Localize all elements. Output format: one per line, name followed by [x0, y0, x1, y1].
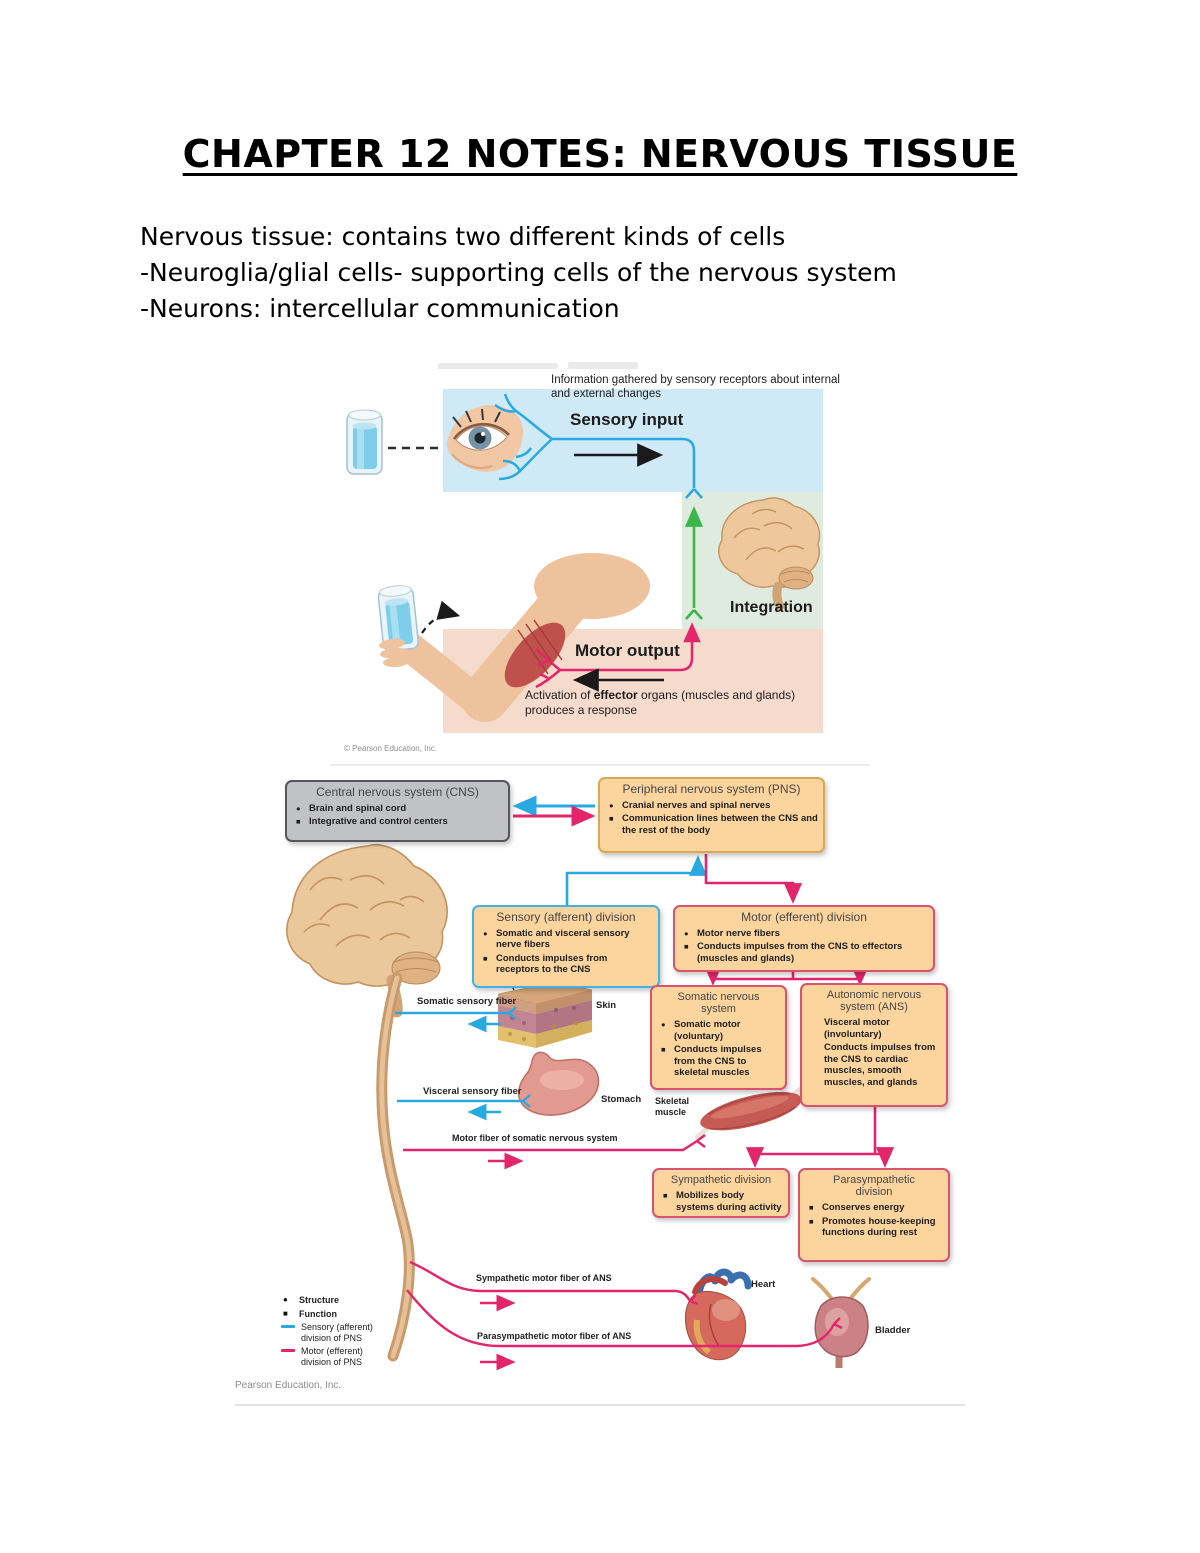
figure2-credit: Pearson Education, Inc. — [235, 1380, 342, 1391]
intro-line-3: -Neurons: intercellular communication — [140, 294, 620, 323]
somatic-motor-fiber-line — [403, 1134, 706, 1170]
bladder-illustration — [811, 1277, 871, 1368]
motor-line-swatch — [281, 1349, 295, 1352]
parasympathetic-division-box: Parasympathetic division ■Conserves ener… — [798, 1168, 950, 1262]
figure1-bottom-edge — [330, 764, 870, 766]
page-title: CHAPTER 12 NOTES: NERVOUS TISSUE — [182, 132, 1018, 176]
parasympathetic-fiber-label: Parasympathetic motor fiber of ANS — [477, 1331, 632, 1341]
sympathetic-division-box: Sympathetic division ■Mobilizes body sys… — [652, 1168, 790, 1218]
skeletal-muscle-label: Skeletal muscle — [655, 1096, 690, 1117]
somatic-sensory-fiber-label: Somatic sensory fiber — [417, 996, 517, 1007]
motor-division-box: Motor (efferent) division ●Motor nerve f… — [673, 905, 935, 972]
sensory-division-box: Sensory (afferent) division ●Somatic and… — [472, 905, 660, 988]
sensory-input-label: Sensory input — [570, 410, 684, 429]
legend-structure: ● Structure — [283, 1295, 340, 1305]
somatic-nervous-system-box: Somatic nervous system ●Somatic motor (v… — [650, 985, 787, 1090]
stomach-label: Stomach — [601, 1094, 642, 1105]
pns-box-title: Peripheral nervous system (PNS) — [622, 782, 801, 796]
figure1-credit: © Pearson Education, Inc. — [344, 744, 438, 753]
somatic-ns-title: Somatic nervous system — [677, 991, 760, 1015]
motor-division-split — [703, 965, 870, 986]
cns-box-title: Central nervous system (CNS) — [316, 785, 479, 799]
hand-fingers — [379, 638, 409, 668]
legend-function: ■ Function — [283, 1309, 337, 1319]
brain-spinal-cord-illustration — [286, 844, 448, 1362]
motor-output-label: Motor output — [575, 641, 680, 660]
motor-division-title: Motor (efferent) division — [741, 910, 867, 924]
ans-split — [745, 1107, 895, 1168]
intro-line-2: -Neuroglia/glial cells- supporting cells… — [140, 258, 897, 287]
cns-box: Central nervous system (CNS) ●Brain and … — [285, 780, 510, 842]
stomach-illustration — [517, 1051, 600, 1116]
intro-line-1: Nervous tissue: contains two different k… — [140, 222, 786, 251]
figure2-bottom-edge — [235, 1404, 965, 1406]
faint-cropped-caption-2 — [568, 362, 638, 369]
heart-label: Heart — [751, 1279, 776, 1290]
motor-nerve-fiber — [535, 622, 701, 689]
figure1-artwork — [346, 393, 821, 722]
intro-paragraph: Nervous tissue: contains two different k… — [140, 219, 1090, 327]
eye-illustration — [446, 405, 524, 472]
bladder-label: Bladder — [875, 1325, 911, 1336]
sympathetic-title: Sympathetic division — [670, 1174, 772, 1186]
sensory-caption: Information gathered by sensory receptor… — [551, 374, 840, 400]
sympathetic-fiber-label: Sympathetic motor fiber of ANS — [476, 1273, 612, 1283]
sensory-nerve-fiber — [494, 393, 703, 499]
integration-label: Integration — [730, 599, 813, 616]
autonomic-nervous-system-box: Autonomic nervous system (ANS) Visceral … — [800, 983, 948, 1107]
parasympathetic-fiber-line — [406, 1289, 843, 1371]
faint-cropped-caption — [438, 363, 558, 369]
reach-dashed-arrow — [421, 600, 461, 634]
ans-title: Autonomic nervous system (ANS) — [826, 989, 922, 1013]
water-glass-illustration — [346, 409, 383, 475]
brain-illustration — [718, 497, 821, 611]
figure-nervous-system-organization: Central nervous system (CNS) ●Brain and … — [235, 770, 965, 1415]
figure-nervous-system-functions: Information gathered by sensory receptor… — [330, 358, 870, 770]
efferent-connector — [704, 854, 803, 904]
pns-box: Peripheral nervous system (PNS) ●Cranial… — [598, 777, 825, 853]
visceral-sensory-fiber-line — [397, 1094, 531, 1121]
sensory-division-title: Sensory (afferent) division — [496, 910, 636, 924]
heart-illustration — [684, 1268, 752, 1361]
legend-motor-division: Motor (efferent) division of PNS — [281, 1346, 391, 1367]
somatic-sensory-fiber-line — [395, 1006, 517, 1033]
visceral-sensory-fiber-label: Visceral sensory fiber — [423, 1086, 522, 1097]
sensory-line-swatch — [281, 1325, 295, 1328]
sympathetic-fiber-line — [409, 1260, 699, 1312]
motor-caption: Activation of effector organs (muscles a… — [525, 688, 796, 717]
motor-fiber-label: Motor fiber of somatic nervous system — [452, 1133, 618, 1143]
skin-label: Skin — [596, 1000, 617, 1011]
parasympathetic-title: Parasympathetic division — [833, 1174, 915, 1198]
legend-sensory-division: Sensory (afferent) division of PNS — [281, 1322, 391, 1343]
afferent-connector — [565, 855, 708, 905]
integration-pathway — [684, 506, 704, 620]
